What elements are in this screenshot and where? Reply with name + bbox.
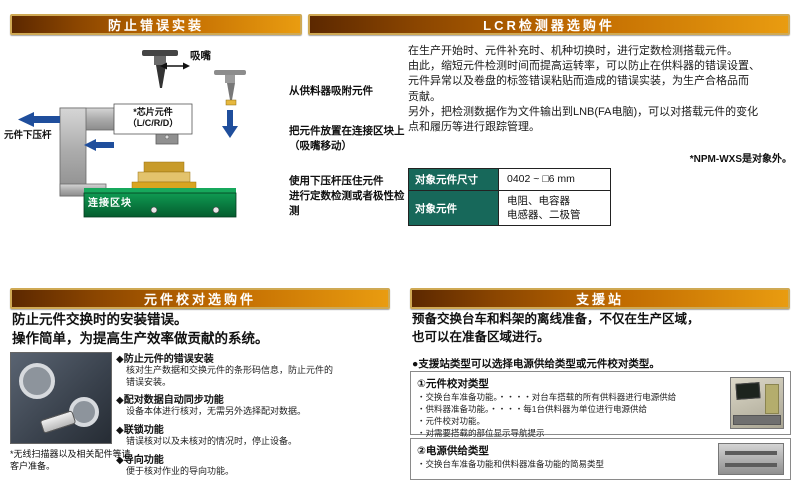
support-type-bullet: ●支援站类型可以选择电源供给类型或元件校对类型。 xyxy=(412,358,660,370)
verify-intro-text: 防止元件交换时的安装错误。 操作简单，为提高生产效率做贡献的系统。 xyxy=(12,312,269,346)
chip-label-box xyxy=(113,103,193,135)
verify-header-title: 元件校对选购件 xyxy=(143,292,256,307)
verify-station-image xyxy=(730,377,784,429)
feature-desc: 便于核对作业的导向功能。 xyxy=(126,465,235,476)
box-feature-lines: ・交换台车准备功能。・・・・对台车搭载的所有供料器进行电源供给 ・供料器准备功能… xyxy=(417,392,677,438)
feature-item: ◆防止元件的错误安装 核对生产数据和交换元件的条形码信息，防止元件的 错误安装。 xyxy=(116,350,398,388)
verify-feature-list: ◆防止元件的错误安装 核对生产数据和交换元件的条形码信息，防止元件的 错误安装。… xyxy=(116,350,398,480)
lcr-header-title: LCR检测器选购件 xyxy=(483,18,615,33)
table-header-cell: 对象元件 xyxy=(408,189,499,227)
table-value-cell: 电阻、电容器 电感器、二极管 xyxy=(498,189,611,227)
nozzle-2-icon xyxy=(214,70,246,106)
device-screen xyxy=(735,382,761,400)
box-title-text: 电源供给类型 xyxy=(425,445,489,457)
feature-title: ◆配对数据自动同步功能 xyxy=(116,395,224,407)
support-header-banner: 支援站 xyxy=(410,288,790,309)
process-step-2: 把元件放置在连接区块上 （吸嘴移动） xyxy=(289,125,405,153)
device-panel xyxy=(765,384,779,414)
press-left-arrow xyxy=(84,139,114,151)
table-row: 对象元件尺寸 0402 ~ □6 mm xyxy=(408,168,611,191)
support-type-box-2: ②电源供给类型 ・交换台车准备功能和供料器准备功能的简易类型 xyxy=(410,438,791,480)
box-feature-lines: ・交换台车准备功能和供料器准备功能的简易类型 xyxy=(417,459,605,469)
table-header-cell: 对象元件尺寸 xyxy=(408,168,499,191)
support-intro-text: 预备交换台车和料架的离线准备，不仅在生产区域， 也可以在准备区域进行。 xyxy=(412,312,700,344)
verification-photo xyxy=(10,352,112,444)
device-base xyxy=(733,415,781,425)
feature-title: ◆联锁功能 xyxy=(116,425,164,437)
box-title: ①元件校对类型 xyxy=(417,376,784,391)
feature-title: ◆导向功能 xyxy=(116,454,164,466)
barcode-scanner-icon xyxy=(39,410,77,434)
prevent-header-banner: 防止错误实装 xyxy=(10,14,302,35)
feature-item: ◆配对数据自动同步功能 设备本体进行核对，无需另外选择配对数据。 xyxy=(116,391,398,418)
table-row: 对象元件 电阻、电容器 电感器、二极管 xyxy=(408,189,611,227)
device-slot xyxy=(725,451,777,455)
feature-title: ◆防止元件的错误安装 xyxy=(116,354,214,365)
component-reel-icon xyxy=(19,363,55,399)
device-slot xyxy=(725,463,777,467)
power-station-image xyxy=(718,443,784,475)
process-step-3: 使用下压杆压住元件 进行定数检测或者极性检测 xyxy=(289,175,405,218)
table-value-cell: 0402 ~ □6 mm xyxy=(498,168,611,191)
connection-block xyxy=(83,188,237,218)
mounting-diagram-graphic xyxy=(18,50,246,218)
feature-item: ◆导向功能 便于核对作业的导向功能。 xyxy=(116,451,398,478)
place-down-arrow xyxy=(222,110,238,138)
lcr-header-banner: LCR检测器选购件 xyxy=(308,14,790,35)
support-type-box-1: ①元件校对类型 ・交换台车准备功能。・・・・对台车搭载的所有供料器进行电源供给 … xyxy=(410,371,791,438)
verify-header-banner: 元件校对选购件 xyxy=(10,288,390,309)
chip-component-label: *芯片元件 （L/C/R/D） xyxy=(127,107,179,129)
lever-left-arrow xyxy=(18,112,60,127)
support-header-title: 支援站 xyxy=(575,292,624,307)
mounting-diagram: 吸嘴 *芯片元件 （L/C/R/D） 元件下压杆 连接区块 xyxy=(4,42,286,238)
box-number: ② xyxy=(417,445,426,457)
prevent-header-title: 防止错误实装 xyxy=(107,18,204,33)
feature-desc: 核对生产数据和交换元件的条形码信息，防止元件的 错误安装。 xyxy=(126,365,334,387)
nozzle-move-arrow xyxy=(160,62,190,70)
box-number: ① xyxy=(417,378,426,390)
lcr-description: 在生产开始时、元件补充时、机种切换时，进行定数检测搭载元件。 由此，缩短元件检测… xyxy=(408,45,760,133)
nozzle-label: 吸嘴 xyxy=(190,50,211,62)
feature-desc: 错误核对以及未核对的情况时，停止设备。 xyxy=(126,436,298,447)
press-lever-label: 元件下压杆 xyxy=(4,130,52,141)
box-title: ②电源供给类型 xyxy=(417,443,784,458)
component-stack xyxy=(131,161,197,193)
process-step-1: 从供料器吸附元件 xyxy=(289,85,373,97)
feature-item: ◆联锁功能 错误核对以及未核对的情况时，停止设备。 xyxy=(116,421,398,448)
connection-block-label: 连接区块 xyxy=(88,198,132,209)
feature-desc: 设备本体进行核对，无需另外选择配对数据。 xyxy=(126,406,307,417)
nozzle-1-icon xyxy=(142,50,178,88)
verify-customer-note: *无线扫描器以及相关配件等请 客户准备。 xyxy=(10,449,131,472)
box-title-text: 元件校对类型 xyxy=(425,378,489,390)
lcr-exclusion-note: *NPM-WXS是对象外。 xyxy=(689,154,792,165)
lcr-target-table: 对象元件尺寸 0402 ~ □6 mm 对象元件 电阻、电容器 电感器、二极管 xyxy=(408,168,611,227)
